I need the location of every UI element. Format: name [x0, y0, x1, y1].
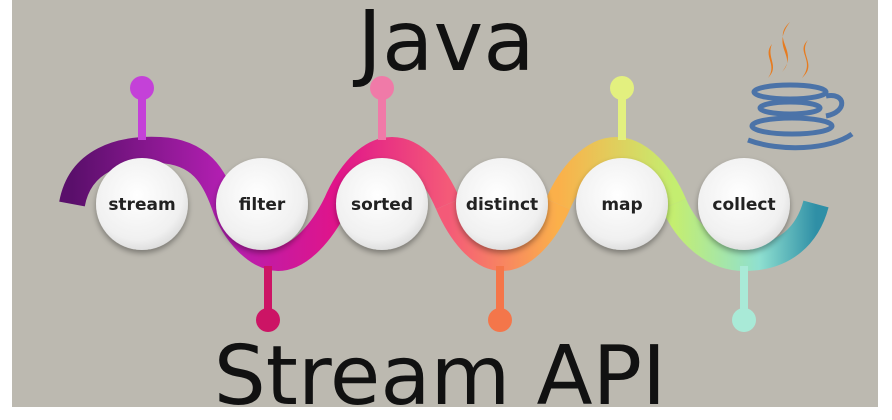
title-java: Java [352, 0, 534, 90]
pipeline-nodes: stream filter sorted distinct map collec… [96, 158, 790, 250]
node-filter: filter [216, 158, 308, 250]
pin-dot-distinct [488, 308, 512, 332]
node-label-stream: stream [108, 195, 175, 215]
pin-dot-map [610, 76, 634, 100]
node-stream: stream [96, 158, 188, 250]
node-label-sorted: sorted [351, 195, 413, 215]
pin-dot-sorted [370, 76, 394, 100]
pin-dot-filter [256, 308, 280, 332]
node-map: map [576, 158, 668, 250]
node-collect: collect [698, 158, 790, 250]
node-label-map: map [601, 195, 642, 215]
node-label-filter: filter [239, 195, 286, 215]
node-distinct: distinct [456, 158, 548, 250]
ribbon-segment-stream [59, 136, 237, 209]
pin-dot-stream [130, 76, 154, 100]
title-stream-api: Stream API [214, 329, 666, 420]
pipeline-pins [130, 76, 756, 332]
node-sorted: sorted [336, 158, 428, 250]
node-label-collect: collect [712, 195, 775, 215]
ribbon-segment-distinct [436, 198, 570, 272]
pin-dot-collect [732, 308, 756, 332]
node-label-distinct: distinct [466, 195, 538, 215]
ribbon-segment-collect [662, 198, 829, 272]
java-coffee-cup-icon [747, 22, 854, 151]
